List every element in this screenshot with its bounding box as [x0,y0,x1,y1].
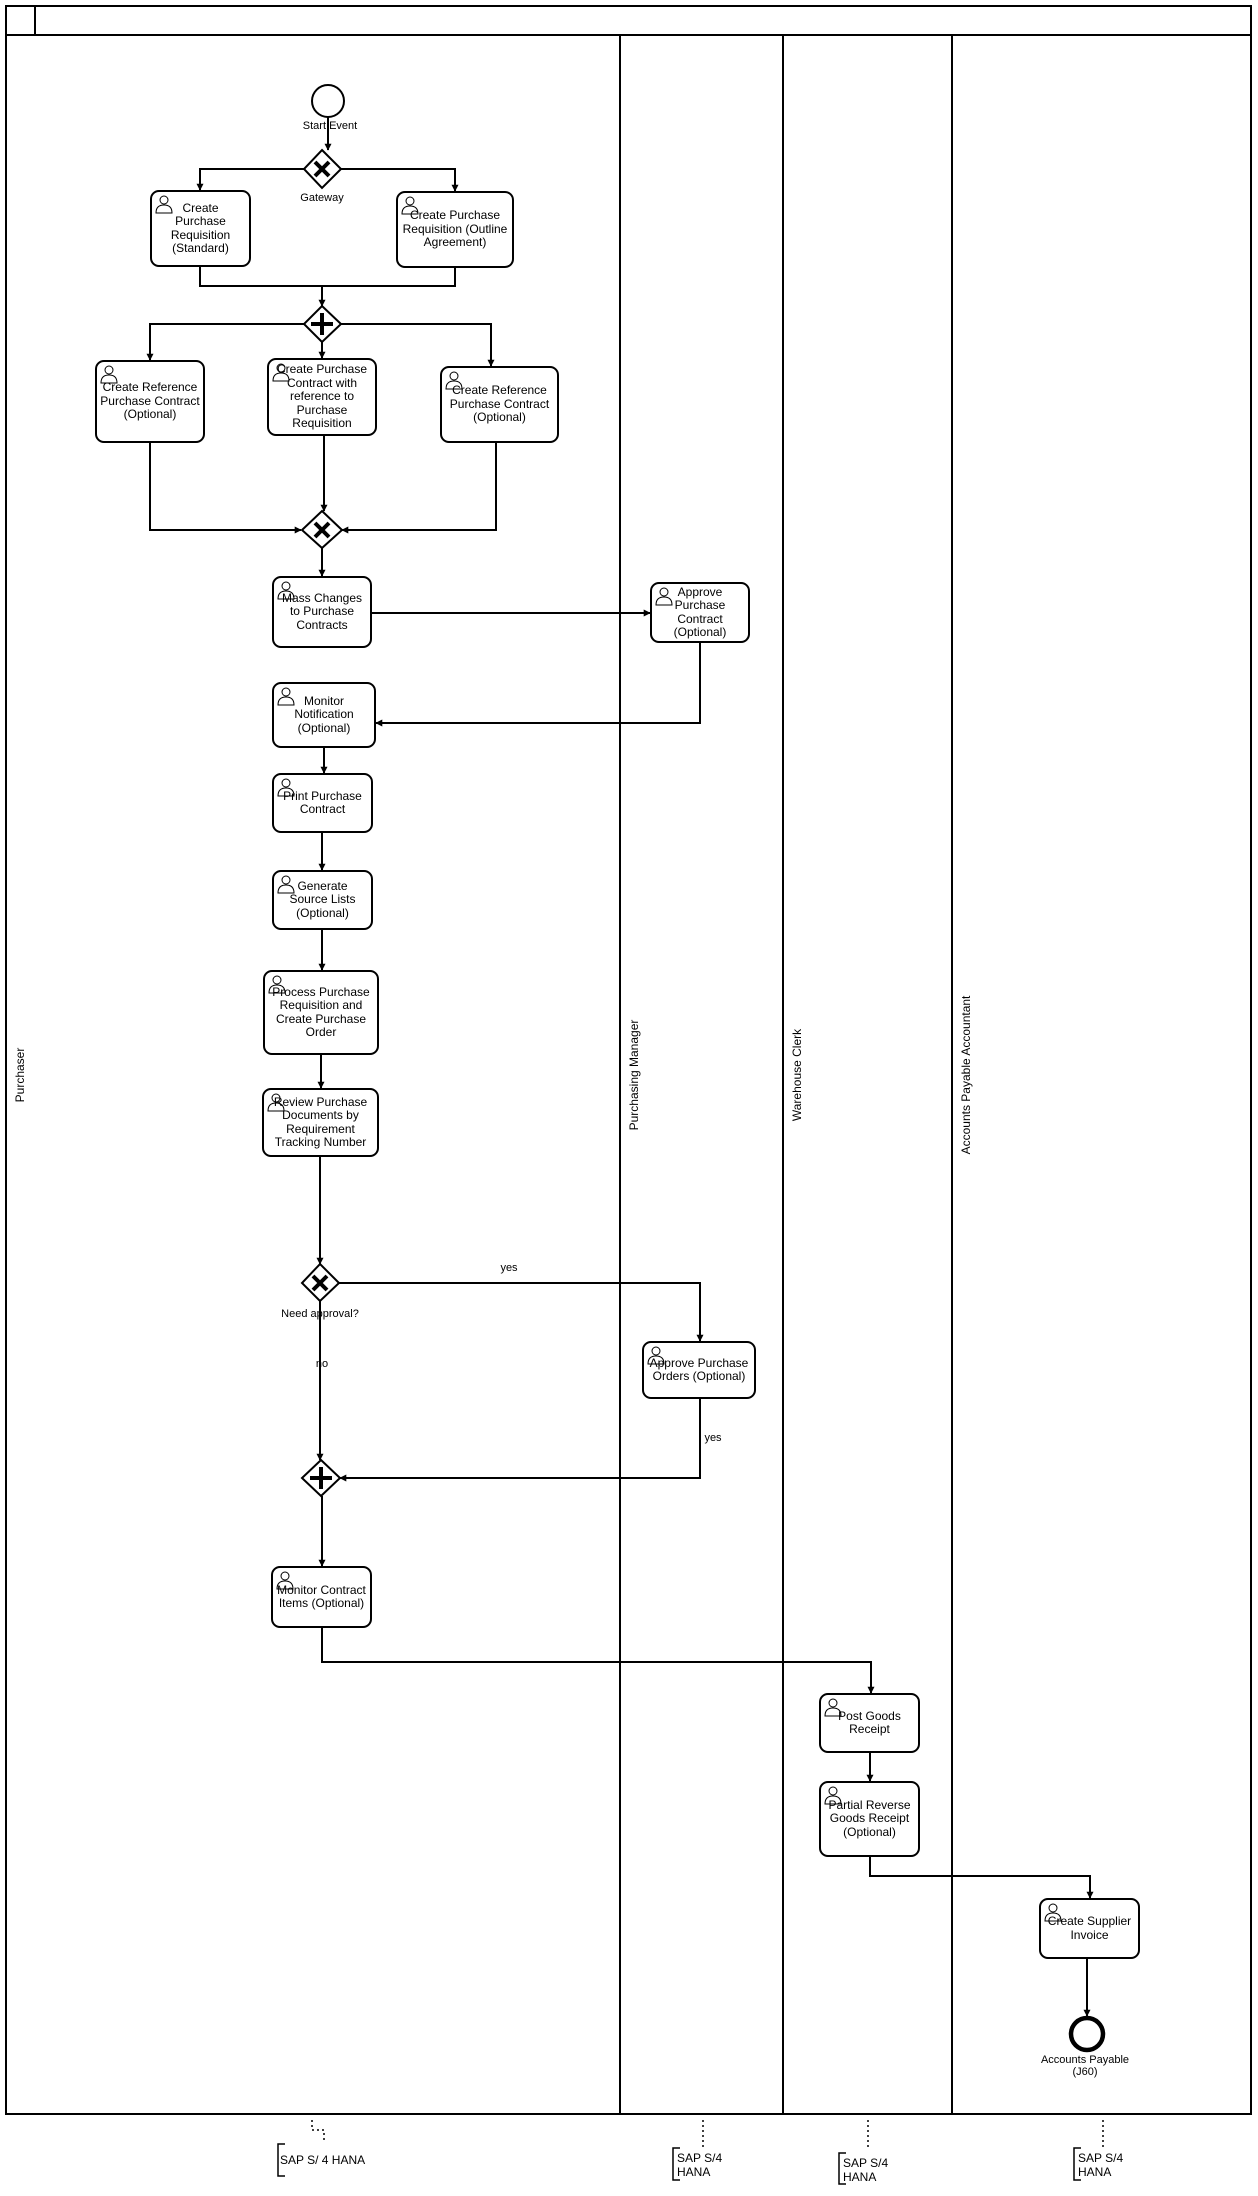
task-create-reference-contract-left[interactable]: Create Reference Purchase Contract (Opti… [95,360,205,443]
flow-t3-xor [149,443,302,534]
user-icon [272,363,290,382]
parallel-gateway-plus [302,304,343,344]
user-icon [267,1093,285,1112]
task-label: Create Reference Purchase Contract (Opti… [100,380,200,422]
flow-t7-t8 [375,643,701,727]
pool [5,5,1252,2115]
system-associations [311,2120,1104,2150]
flow-t1-t2-merge [199,267,456,287]
task-label: Review Purchase Documents by Requirement… [273,1094,368,1149]
user-icon [445,371,463,390]
exclusive-gateway-x [300,509,344,550]
task-label: Generate Source Lists (Optional) [289,878,356,920]
parallel-gateway-plus [300,1458,342,1498]
exclusive-gateway-x [300,1262,341,1303]
flow-par-t5 [341,323,495,367]
user-icon [277,778,295,797]
task-label: Monitor Contract Items (Optional) [277,1582,366,1610]
task-process-pr-create-po[interactable]: Process Purchase Requisition and Create … [263,970,379,1055]
system-label-purchaser: SAP S/ 4 HANA [280,2153,366,2167]
system-label-accounts-payable: SAP S/4 HANA [1078,2151,1124,2179]
user-icon [277,687,295,706]
task-label: Print Purchase Contract [283,788,362,816]
task-approve-purchase-contract[interactable]: Approve Purchase Contract (Optional) [650,582,750,643]
task-print-purchase-contract[interactable]: Print Purchase Contract [272,773,373,833]
user-icon [277,581,295,600]
task-label: Monitor Notification (Optional) [294,693,354,735]
approval-gateway-label: Need approval? [281,1308,359,1320]
task-approve-purchase-orders[interactable]: Approve Purchase Orders (Optional) [642,1341,756,1399]
lane-label-accounts-payable-accountant: Accounts Payable Accountant [959,995,973,1155]
task-label: Mass Changes to Purchase Contracts [281,590,363,632]
task-label: Post Goods Receipt [838,1708,901,1736]
task-review-purchase-documents[interactable]: Review Purchase Documents by Requirement… [262,1088,379,1157]
flow-t16-t17 [869,1857,1094,1899]
task-monitor-notification[interactable]: Monitor Notification (Optional) [272,682,376,748]
start-event-circle [311,84,345,118]
task-label: Create Purchase Requisition (Standard) [170,200,231,255]
user-icon [268,975,286,994]
lane-label-purchasing-manager: Purchasing Manager [627,1019,641,1131]
pool-border [5,5,1252,2115]
task-post-goods-receipt[interactable]: Post Goods Receipt [819,1693,920,1753]
user-icon [647,1346,665,1365]
user-icon [276,1571,294,1590]
flow-t13-par-yes [339,1399,701,1482]
task-create-reference-contract-right[interactable]: Create Reference Purchase Contract (Opti… [440,366,559,443]
system-brackets [277,2143,1081,2185]
task-label: Create Purchase Contract with reference … [276,362,368,431]
task-label: Approve Purchase Contract (Optional) [673,584,727,639]
task-create-pr-outline-agreement[interactable]: Create Purchase Requisition (Outline Agr… [396,191,514,268]
task-label: Process Purchase Requisition and Create … [272,984,370,1039]
exclusive-gateway-x [302,148,343,190]
task-create-pr-standard[interactable]: Create Purchase Requisition (Standard) [150,190,251,267]
user-icon [100,365,118,384]
system-label-warehouse-clerk: SAP S/4 HANA [843,2156,889,2184]
sequence-flows [146,117,1094,2017]
task-label: Partial Reverse Goods Receipt (Optional) [828,1797,911,1839]
user-icon [824,1698,842,1717]
task-label: Create Supplier Invoice [1047,1914,1132,1942]
flow-par-t3 [146,323,304,361]
gateway-label: Gateway [300,192,344,204]
flow-gw-t1 [196,168,304,191]
end-event-circle [1068,2015,1106,2053]
start-event-label: Start Event [302,120,358,132]
task-label: Approve Purchase Orders (Optional) [649,1355,749,1383]
user-icon [155,195,173,214]
flow-t5-xor [341,443,497,534]
task-monitor-contract-items[interactable]: Monitor Contract Items (Optional) [271,1566,372,1628]
system-label-purchasing-manager: SAP S/4 HANA [677,2151,723,2179]
task-mass-changes-contracts[interactable]: Mass Changes to Purchase Contracts [272,576,372,648]
user-icon [824,1786,842,1805]
task-create-contract-with-reference[interactable]: Create Purchase Contract with reference … [267,358,377,436]
user-icon [277,875,295,894]
task-label: Create Reference Purchase Contract (Opti… [449,383,550,425]
lane-label-warehouse-clerk: Warehouse Clerk [790,1028,804,1122]
end-event-label: Accounts Payable (J60) [1040,2054,1130,2078]
flow-xor-t13-yes [339,1282,704,1342]
user-icon [401,196,419,215]
flow-gw-t2 [341,168,459,192]
lane-label-purchaser: Purchaser [13,1047,27,1103]
task-partial-reverse-goods-receipt[interactable]: Partial Reverse Goods Receipt (Optional) [819,1781,920,1857]
flow-t14-t15 [321,1628,875,1694]
flow-label-yes-return: yes [704,1432,722,1444]
task-generate-source-lists[interactable]: Generate Source Lists (Optional) [272,870,373,930]
task-create-supplier-invoice[interactable]: Create Supplier Invoice [1039,1898,1140,1959]
flow-label-yes: yes [500,1262,518,1274]
user-icon [655,587,673,606]
user-icon [1044,1903,1062,1922]
task-label: Create Purchase Requisition (Outline Agr… [402,208,508,250]
flow-label-no: no [315,1358,329,1370]
